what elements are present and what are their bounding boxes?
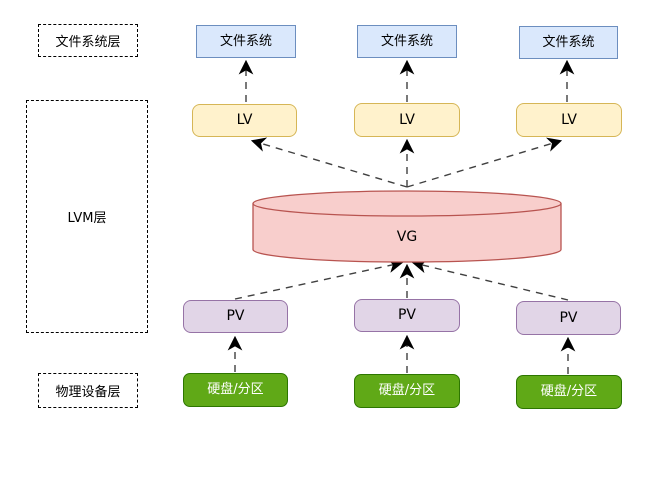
arrow-pv3-to-vg	[411, 258, 569, 301]
layer-label-lvm: LVM层	[26, 100, 148, 333]
arrow-pv1-to-vg	[234, 258, 404, 300]
disk-node-3: 硬盘/分区	[516, 375, 622, 409]
pv-node-1: PV	[183, 300, 288, 333]
pv-node-3-label: PV	[559, 309, 578, 326]
vg-node-label-wrap: VG	[252, 228, 562, 246]
pv-node-3: PV	[516, 301, 621, 335]
pv-node-1-label: PV	[226, 308, 245, 325]
lv-node-1-label: LV	[236, 112, 253, 129]
lv-node-3: LV	[516, 103, 622, 137]
pv-node-2-label: PV	[397, 307, 417, 324]
layer-label-physical-device-text: 物理设备层	[55, 385, 121, 400]
layer-label-lvm-text: LVM层	[67, 211, 107, 226]
disk-node-1-label: 硬盘/分区	[207, 382, 264, 398]
disk-node-1: 硬盘/分区	[183, 373, 288, 407]
lv-node-2: LV	[354, 103, 460, 137]
lv-node-1: LV	[192, 104, 297, 137]
filesystem-node-2: 文件系统	[357, 25, 457, 58]
arrow-vg-to-lv1	[250, 137, 408, 188]
vg-cylinder	[252, 190, 562, 263]
arrow-vg-to-lv3	[406, 137, 563, 188]
vg-node-label: VG	[396, 229, 418, 245]
disk-node-2-label: 硬盘/分区	[378, 383, 436, 399]
layer-label-filesystem-text: 文件系统层	[55, 35, 121, 50]
pv-node-2: PV	[354, 299, 460, 332]
lv-node-3-label: LV	[561, 111, 577, 128]
disk-node-3-label: 硬盘/分区	[540, 384, 598, 400]
layer-label-physical-device: 物理设备层	[38, 373, 138, 408]
disk-node-2: 硬盘/分区	[354, 374, 460, 408]
filesystem-node-3-label: 文件系统	[542, 34, 595, 50]
filesystem-node-1: 文件系统	[196, 25, 296, 58]
filesystem-node-2-label: 文件系统	[380, 33, 433, 49]
filesystem-node-1-label: 文件系统	[219, 33, 272, 49]
lv-node-2-label: LV	[399, 111, 415, 128]
layer-label-filesystem: 文件系统层	[38, 24, 138, 57]
filesystem-node-3: 文件系统	[519, 26, 618, 59]
